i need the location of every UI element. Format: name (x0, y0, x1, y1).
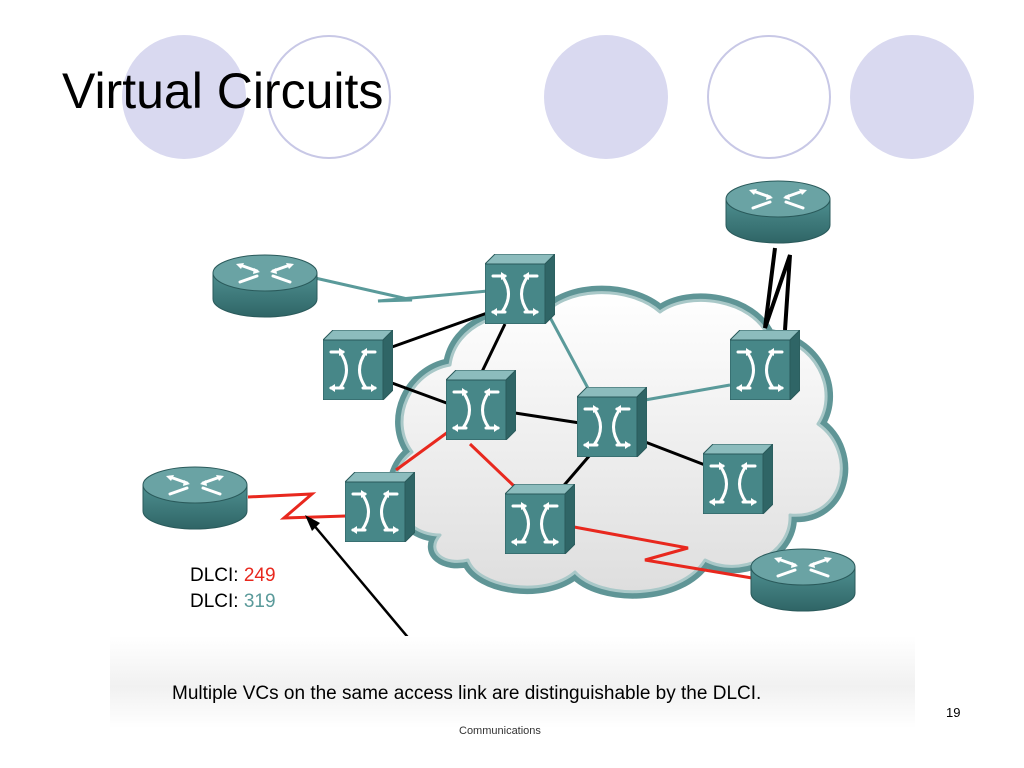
dlci-label-red: DLCI: 249 (190, 565, 276, 587)
frame-relay-switch-icon (577, 387, 647, 457)
decor-circle-2 (267, 35, 391, 159)
frame-relay-switch-icon (485, 254, 555, 324)
dlci-value-teal: 319 (243, 591, 276, 612)
router-icon (724, 179, 832, 245)
decor-circle-4 (707, 35, 831, 159)
dlci-prefix: DLCI: (190, 565, 244, 586)
frame-relay-switch-icon (345, 472, 415, 542)
teal-virtual-circuit (314, 276, 731, 402)
frame-relay-switch-icon (446, 370, 516, 440)
router-icon (749, 547, 857, 613)
diagram-caption: Multiple VCs on the same access link are… (172, 683, 762, 704)
frame-relay-diagram (141, 179, 857, 640)
decor-circle-5 (850, 35, 974, 159)
router-icon (141, 465, 249, 531)
frame-relay-switch-icon (505, 484, 575, 554)
frame-relay-switch-icon (323, 330, 393, 400)
router-icon (211, 253, 319, 319)
decor-circle-3 (544, 35, 668, 159)
slide-title: Virtual Circuits (62, 63, 384, 119)
serial-link-top-right (763, 247, 792, 331)
frame-relay-switch-icon (730, 330, 800, 400)
footer-text: Communications (459, 725, 541, 737)
red-virtual-circuit (247, 430, 753, 580)
callout-arrow (305, 515, 412, 640)
decor-circle-1 (122, 35, 246, 159)
dlci-label-teal: DLCI: 319 (190, 591, 276, 613)
page-number: 19 (946, 705, 961, 720)
frame-relay-switch-icon (703, 444, 773, 514)
dlci-prefix: DLCI: (190, 591, 244, 612)
caption-band (110, 636, 915, 728)
dlci-value-red: 249 (243, 565, 276, 586)
